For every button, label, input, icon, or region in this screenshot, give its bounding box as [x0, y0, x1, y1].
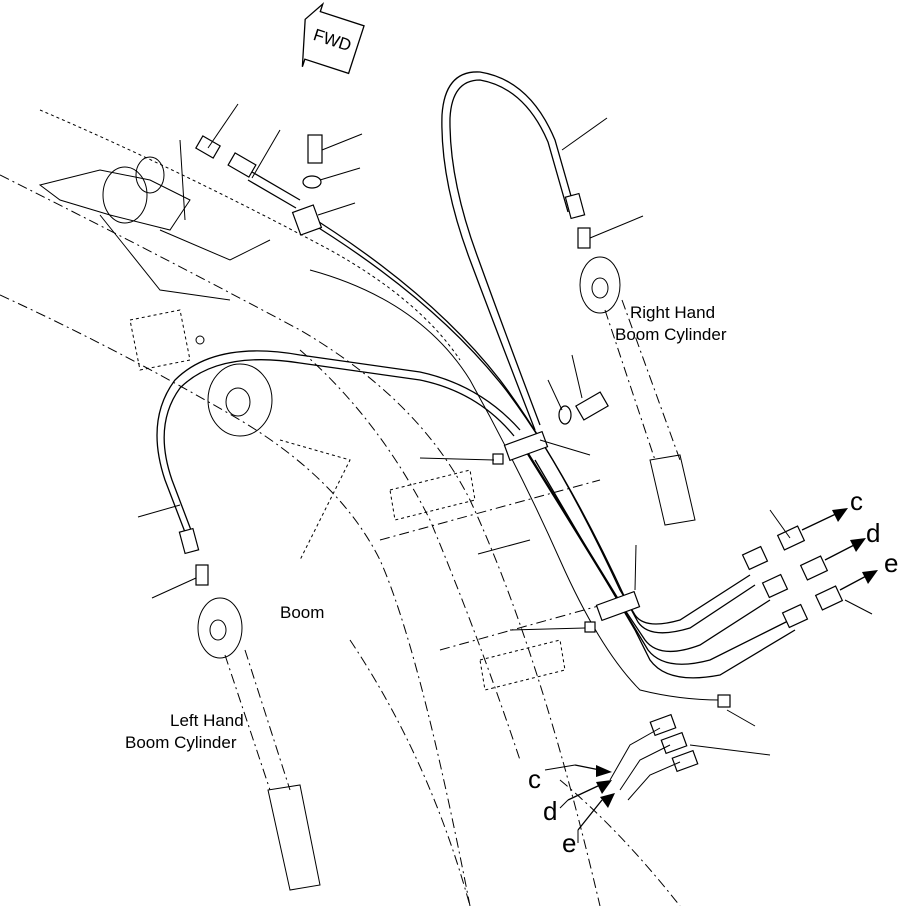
port-label-d-lower: d	[543, 796, 557, 826]
boom-foot-bracket	[38, 139, 271, 371]
fittings-upper	[178, 134, 591, 586]
port-label-e-lower: e	[562, 828, 576, 858]
right-boom-cylinder	[579, 256, 696, 526]
hose-clamps	[291, 204, 641, 622]
right-cylinder-label-line1: Right Hand	[630, 303, 715, 322]
hose-end-fittings-right	[741, 525, 844, 629]
left-cylinder-label-line1: Left Hand	[170, 711, 244, 730]
boom-pin-boss	[207, 363, 273, 437]
right-cylinder-label-line2: Boom Cylinder	[615, 325, 727, 344]
port-label-e-upper: e	[884, 548, 898, 578]
leader-lines	[137, 103, 873, 756]
flow-arrows	[544, 508, 878, 843]
left-cylinder-label-line2: Boom Cylinder	[125, 733, 237, 752]
hose-end-fittings-lower	[609, 713, 699, 801]
left-boom-cylinder	[197, 597, 321, 891]
boom-label: Boom	[280, 603, 324, 622]
port-label-d-upper: d	[866, 518, 880, 548]
port-label-c-lower: c	[528, 764, 541, 794]
small-connectors	[492, 453, 731, 708]
boom-outline	[0, 109, 681, 906]
bolt-washer	[558, 391, 609, 425]
fwd-label: FWD	[311, 25, 354, 55]
port-label-c-upper: c	[850, 486, 863, 516]
fwd-arrow-icon	[301, 1, 365, 75]
hydraulic-hoses	[156, 71, 796, 701]
